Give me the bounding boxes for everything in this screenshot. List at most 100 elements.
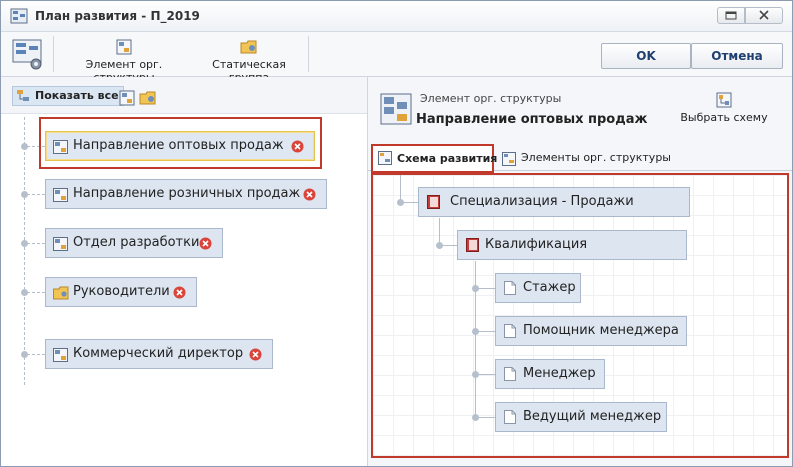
document-icon [504,281,516,295]
scheme-node-label: Ведущий менеджер [523,409,662,424]
tree-junction [21,289,28,296]
details-tabs: Схема развития Элементы орг. структуры [368,143,792,173]
scheme-icon [716,92,732,108]
org-unit-icon [53,348,68,362]
tree-node-label: Направление розничных продаж [73,186,301,201]
tree-node-commercial-director[interactable]: Коммерческий директор [45,339,273,369]
tree-node-label: Отдел разработки [73,235,200,250]
structure-settings-icon[interactable] [11,37,45,71]
tree-junction [21,191,28,198]
restore-icon [725,11,737,20]
scheme-node-position[interactable]: Стажер [495,273,581,303]
tab-development-scheme[interactable]: Схема развития [371,144,498,173]
scheme-node-specialization[interactable]: Специализация - Продажи [418,187,690,217]
org-tree-header: Показать все [1,77,367,114]
org-unit-filter-icon[interactable] [119,90,135,106]
scheme-connector [478,417,496,418]
ok-button[interactable]: OK [601,43,691,69]
details-element-name: Направление оптовых продаж [416,112,648,127]
tree-node-managers[interactable]: Руководители [45,277,197,307]
scheme-canvas: Специализация - Продажи Квалификация Ста… [371,173,789,458]
scheme-node-position[interactable]: Менеджер [495,359,605,389]
tree-branch-line [27,194,45,195]
tab-label: Элементы орг. структуры [521,151,671,164]
tab-label: Схема развития [397,152,498,165]
org-tree-pane: Показать все [1,77,368,466]
org-unit-icon [53,237,68,251]
restore-button[interactable] [717,7,745,24]
scheme-node-label: Помощник менеджера [523,323,679,338]
org-unit-large-icon [380,93,412,125]
scheme-node-label: Квалификация [485,237,588,252]
tree-node-label: Коммерческий директор [73,346,244,361]
scheme-connector [478,331,496,332]
document-icon [504,324,516,338]
tree-node-label: Направление оптовых продаж [73,138,284,153]
tab-org-elements[interactable]: Элементы орг. структуры [497,147,671,171]
scheme-junction [472,371,479,378]
tree-branch-line [27,146,45,147]
scheme-node-label: Специализация - Продажи [450,194,634,209]
scheme-icon [378,151,392,165]
folder-group-icon [53,286,69,300]
scheme-junction [472,285,479,292]
toolbar-separator [308,36,309,72]
choose-scheme-button[interactable]: Выбрать схему [680,92,768,124]
tree-node-label: Руководители [73,284,170,299]
tree-node-wholesale[interactable]: Направление оптовых продаж [45,131,315,161]
tree-node-development[interactable]: Отдел разработки [45,228,223,258]
tree-branch-line [27,292,45,293]
show-all-button[interactable]: Показать все [12,86,124,106]
tree-branch-line [27,354,45,355]
remove-icon[interactable] [199,237,212,250]
tree-junction [21,143,28,150]
tree-node-retail[interactable]: Направление розничных продаж [45,179,327,209]
book-icon [427,195,440,209]
org-unit-icon [502,152,516,166]
org-chart-icon [10,8,28,24]
scheme-connector [400,175,401,203]
scheme-node-label: Менеджер [523,366,596,381]
remove-icon[interactable] [291,140,304,153]
document-icon [504,410,516,424]
toolbar-separator [53,36,54,72]
scheme-connector [478,374,496,375]
window-title: План развития - П_2019 [35,9,200,23]
scheme-connector [439,218,440,246]
group-filter-icon[interactable] [139,90,157,106]
remove-icon[interactable] [173,286,186,299]
scheme-junction [397,199,404,206]
choose-scheme-label: Выбрать схему [680,111,768,124]
scheme-node-qualification[interactable]: Квалификация [457,230,687,260]
title-bar: План развития - П_2019 [1,1,792,32]
details-header: Элемент орг. структуры Направление оптов… [368,77,792,139]
scheme-connector [403,202,420,203]
close-icon [759,10,769,20]
scheme-connector [478,288,496,289]
scheme-node-position[interactable]: Ведущий менеджер [495,402,667,432]
toolbar: Элемент орг. структуры Статическая групп… [1,32,792,84]
scheme-node-position[interactable]: Помощник менеджера [495,316,687,346]
details-caption: Элемент орг. структуры [420,92,562,105]
selected-node-highlight [39,117,322,169]
scheme-connector [442,245,458,246]
remove-icon[interactable] [303,188,316,201]
scheme-junction [472,414,479,421]
org-unit-icon [53,188,68,202]
tree-junction [21,240,28,247]
tree-branch-line [27,243,45,244]
details-pane: Элемент орг. структуры Направление оптов… [368,77,792,466]
scheme-node-label: Стажер [523,280,576,295]
tree-junction [21,351,28,358]
cancel-button[interactable]: Отмена [691,43,783,69]
scheme-junction [436,242,443,249]
remove-icon[interactable] [249,348,262,361]
document-icon [504,367,516,381]
org-unit-icon [53,140,68,154]
tree-view-icon [17,90,29,101]
show-all-label: Показать все [35,89,119,102]
tree-trunk-line [24,117,25,385]
close-window-button[interactable] [745,7,783,24]
org-element-tool[interactable]: Элемент орг. структуры [58,37,190,84]
